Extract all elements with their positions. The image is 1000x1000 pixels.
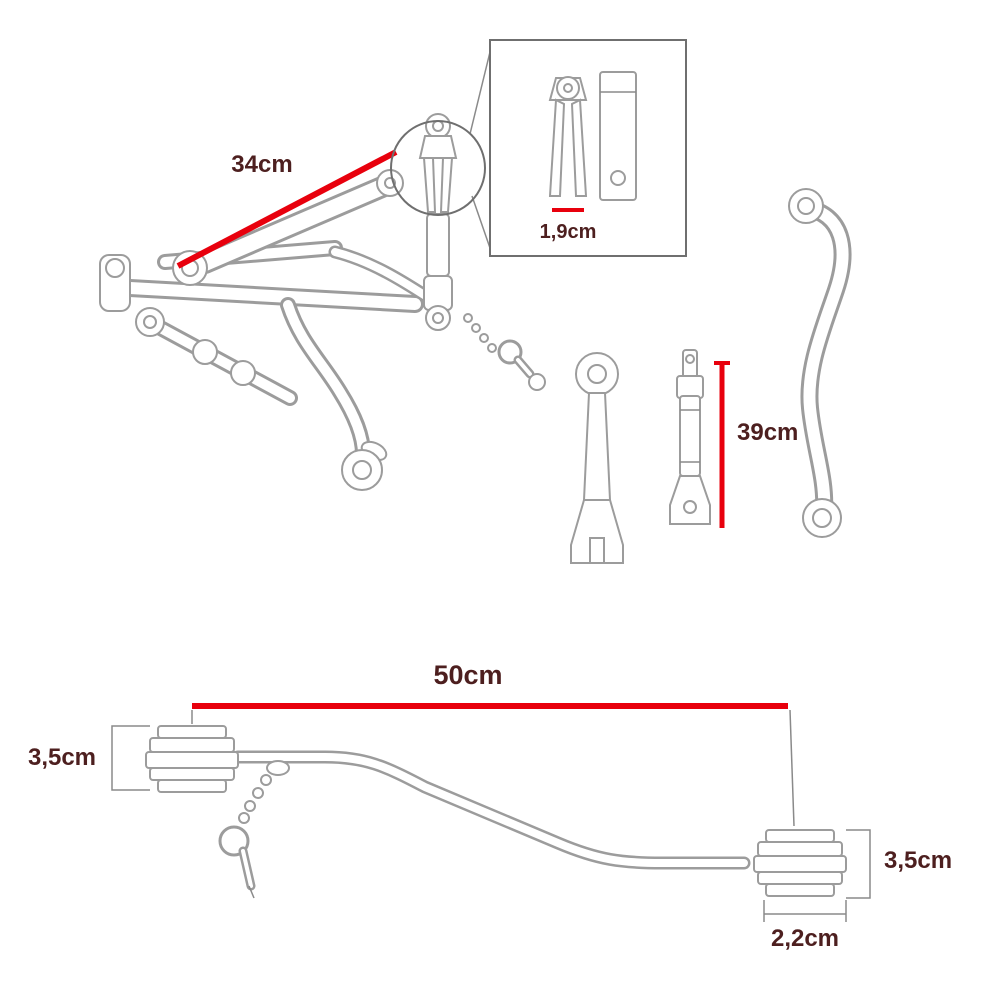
chain-with-clip: [218, 774, 272, 899]
clevis-fork-part: [548, 76, 588, 197]
bushing-width-label: 2,2cm: [771, 925, 839, 952]
curved-arm-part: [788, 188, 852, 538]
dimension-1-9cm: 1,9cm: [540, 208, 597, 243]
dimension-39cm: 39cm: [714, 361, 798, 528]
right-bushing: [753, 829, 847, 897]
left-bushing: [145, 725, 239, 793]
lower-turnbuckle-arm: [135, 307, 298, 406]
dimension-right-3-5cm: 3,5cm: [846, 829, 952, 899]
vertical-adjuster: [418, 113, 458, 331]
hitch-assembly-drawing: [99, 113, 546, 491]
flat-bar-part: [599, 71, 637, 201]
dimension-34cm: 34cm: [176, 149, 398, 269]
leveling-link-part: [570, 352, 624, 564]
inset-detail-box: 1,9cm: [489, 39, 687, 257]
dimension-left-3-5cm: 3,5cm: [28, 725, 150, 791]
stabilizer-bar-drawing: [145, 725, 847, 899]
left-bushing-height-label: 3,5cm: [28, 744, 96, 771]
link-length-label: 39cm: [737, 419, 798, 446]
bar-length-label: 50cm: [433, 660, 502, 690]
top-link-length-label: 34cm: [231, 151, 292, 178]
right-bushing-height-label: 3,5cm: [884, 847, 952, 874]
clevis-width-label: 1,9cm: [540, 221, 597, 243]
magnifier: [390, 51, 491, 249]
dimension-50cm: 50cm: [191, 660, 795, 827]
magnifier-circle: [390, 120, 486, 216]
chain-and-pin: [463, 313, 546, 391]
lower-link-arm: [280, 297, 388, 491]
inset-box-frame: [489, 39, 687, 257]
adjustable-link-part: [669, 349, 711, 525]
dimension-2-2cm: 2,2cm: [763, 900, 847, 952]
